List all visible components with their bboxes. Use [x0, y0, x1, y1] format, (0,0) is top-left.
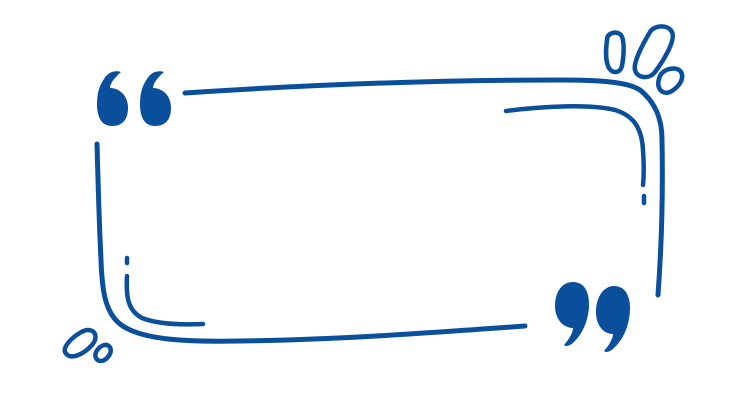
sparkle-top-right-large — [632, 24, 676, 80]
open-quote-icon — [97, 71, 171, 126]
inner-accent-top-right — [503, 104, 646, 188]
sparkle-bottom-left-large — [62, 327, 98, 359]
close-quote-icon — [555, 282, 630, 352]
close-quote-right — [596, 286, 630, 352]
frame-bottom-edge — [98, 257, 528, 344]
sparkle-top-right-small — [603, 30, 626, 75]
open-quote-left — [97, 71, 128, 126]
close-quote-left — [555, 282, 589, 346]
frame-left-edge — [94, 141, 104, 263]
sparkle-icon — [603, 24, 685, 95]
sparkle-bottom-left-small — [93, 342, 113, 364]
sparkle-top-right-oval — [656, 66, 685, 95]
sparkle-bottom-left — [62, 327, 113, 364]
open-quote-right — [140, 71, 171, 126]
frame-right-edge — [655, 137, 665, 298]
inner-accent-bottom-left — [124, 273, 206, 327]
frame-top-edge — [182, 77, 665, 143]
